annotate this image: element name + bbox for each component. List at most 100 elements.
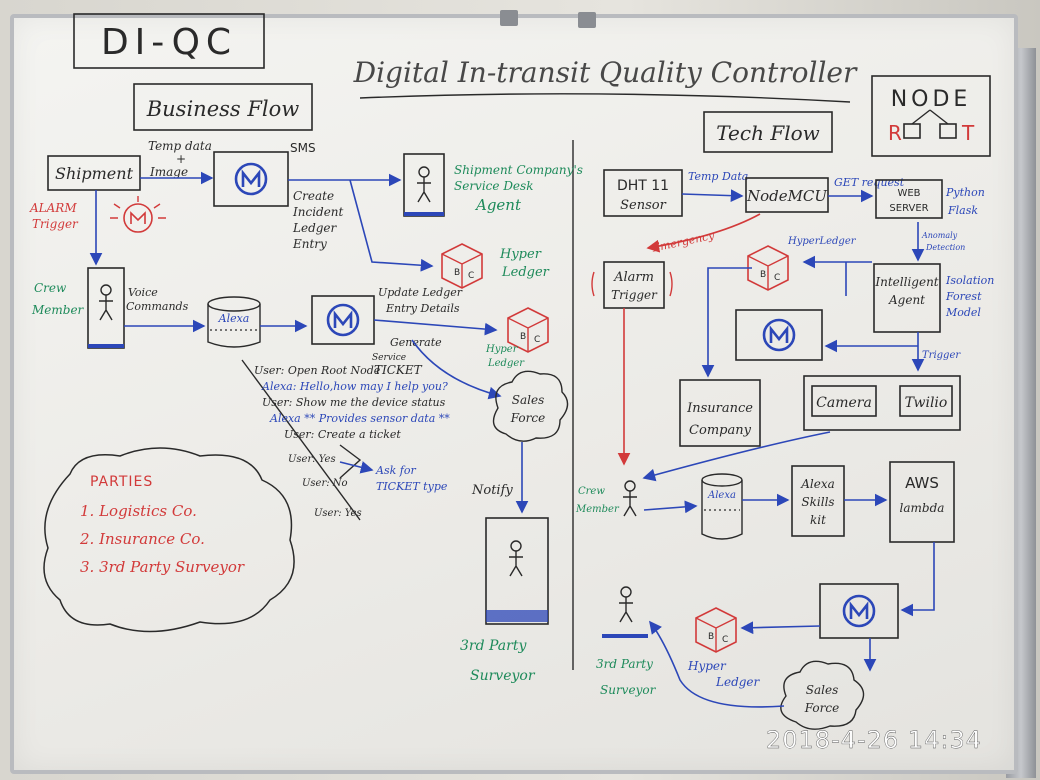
nodemcu-label: NodeMCU xyxy=(746,187,828,205)
aws-label: AWS xyxy=(905,474,939,492)
salesforce-2-label-b: Force xyxy=(804,701,839,715)
mqtt-logo-icon-2 xyxy=(326,303,360,337)
dht-label-2: Sensor xyxy=(620,198,666,213)
dialog-line-4: Alexa ** Provides sensor data ** xyxy=(269,412,450,425)
web-server-node: WEB SERVER xyxy=(875,179,943,219)
alexa-label-1: Alexa xyxy=(218,312,250,325)
temp-data-label: Temp data xyxy=(148,139,212,153)
hyperledger-block-3: B C xyxy=(747,245,789,291)
tech-crew-member xyxy=(622,480,638,517)
alexa-dialog: User: Open Root Node Alexa: Hello,how ma… xyxy=(241,359,450,521)
tech-flow-header: Tech Flow xyxy=(703,111,833,153)
dialog-line-5: User: Create a ticket xyxy=(284,428,401,441)
photo-timestamp: 2018-4-26 14:34 xyxy=(766,726,982,754)
salesforce-1-label-a: Sales xyxy=(512,393,544,407)
party-item-2: 2. Insurance Co. xyxy=(79,530,205,548)
mqtt-logo-icon xyxy=(234,162,268,196)
get-request-label: GET request xyxy=(834,176,905,189)
crew-member-node xyxy=(87,267,125,349)
alarm-trigger-node: Alarm Trigger xyxy=(591,261,673,309)
camera-twilio-node: Camera Twilio xyxy=(803,375,961,431)
insurance-label-2: Company xyxy=(689,423,752,438)
node-root-logo: NODE R T xyxy=(871,75,991,157)
svg-text:B: B xyxy=(454,268,460,278)
mqtt-node-3 xyxy=(735,309,823,361)
skills-label-3: kit xyxy=(810,513,826,527)
dht-sensor-node: DHT 11 Sensor xyxy=(603,169,683,217)
svg-text:C: C xyxy=(722,635,728,645)
node-root-r: R xyxy=(888,121,902,145)
plus-label: + xyxy=(176,152,186,166)
hyperledger-bottom-a: Hyper xyxy=(687,659,727,673)
agent-label-2: Service Desk xyxy=(454,179,533,193)
dialog-line-7: User: No xyxy=(302,478,348,489)
node-root-t: T xyxy=(961,121,975,145)
hyperledger-to-insurance-arrow xyxy=(701,267,752,378)
image-label: Image xyxy=(149,165,188,179)
generate-ticket-3: TICKET xyxy=(374,363,423,377)
tech-crew-label-2: Member xyxy=(575,504,620,515)
hyperledger-block-4: B C xyxy=(695,607,737,653)
tech-flow-title: Tech Flow xyxy=(716,121,820,145)
page-title: Digital In-transit Quality Controller xyxy=(353,56,858,89)
voice-label-1: Voice xyxy=(128,286,158,299)
web-label-1: WEB xyxy=(897,188,920,199)
ask-ticket-2: TICKET type xyxy=(376,480,448,493)
salesforce-cloud-1: Sales Force xyxy=(492,370,569,442)
tech-alarm-label-2: Trigger xyxy=(611,288,658,302)
mqtt-to-salesforce-arrow xyxy=(411,339,502,400)
mqtt-logo-icon-4 xyxy=(842,594,876,628)
create-step-1: Create xyxy=(293,189,334,203)
forest-label: Forest xyxy=(945,290,982,303)
blockchain-cube-icon-3 xyxy=(747,245,789,291)
twilio-label: Twilio xyxy=(905,395,948,411)
model-label: Model xyxy=(945,306,981,319)
node-root-top: NODE xyxy=(891,87,972,112)
trigger-label: Trigger xyxy=(922,350,961,361)
dialog-line-8: User: Yes xyxy=(314,508,362,519)
third-party-surveyor-1 xyxy=(485,517,549,625)
update-ledger-2: Entry Details xyxy=(385,302,460,315)
nodemcu-node: NodeMCU xyxy=(745,177,829,213)
agent-tech-label-2: Agent xyxy=(888,293,925,307)
svg-text:B: B xyxy=(760,270,766,280)
alexa-device-2: Alexa xyxy=(701,473,743,540)
tech-alarm-label-1: Alarm xyxy=(613,270,654,285)
create-step-2: Incident xyxy=(292,205,344,219)
nodemcu-emergency-arrow xyxy=(646,213,761,253)
business-flow-title: Business Flow xyxy=(146,97,300,121)
hyperledger-block-2: B C xyxy=(507,307,549,353)
update-ledger-1: Update Ledger xyxy=(378,286,463,299)
create-step-4: Entry xyxy=(292,237,327,251)
service-desk-agent xyxy=(403,153,445,217)
agent-person-icon xyxy=(416,166,432,203)
svg-text:C: C xyxy=(534,335,540,345)
alarm-icon xyxy=(110,196,166,233)
web-label-2: SERVER xyxy=(889,203,928,214)
hyperledger-1-label-b: Ledger xyxy=(501,265,550,280)
alarm-label-1: ALARM xyxy=(29,201,77,215)
dialog-line-6: User: Yes xyxy=(288,454,336,465)
hyperledger-bottom-b: Ledger xyxy=(715,675,761,689)
svg-text:B: B xyxy=(708,632,714,642)
surveyor-2-label-a: 3rd Party xyxy=(596,657,653,671)
aws-lambda-node: AWS lambda xyxy=(889,461,955,543)
crew-to-alexa-tech-arrow xyxy=(643,500,698,514)
camera-to-crew-arrow xyxy=(642,431,831,482)
parties-title: PARTIES xyxy=(90,474,153,490)
svg-text:C: C xyxy=(774,273,780,283)
crew-label-1: Crew xyxy=(34,281,67,295)
whiteboard xyxy=(10,14,1018,774)
lambda-label: lambda xyxy=(900,501,945,515)
sms-label: SMS xyxy=(290,141,316,155)
mqtt-to-hyperledger-arrow xyxy=(349,179,434,272)
salesforce-to-surveyor2-arrow xyxy=(649,620,785,708)
svg-text:B: B xyxy=(520,332,526,342)
agent-tech-label-1: Intelligent xyxy=(874,275,938,289)
ask-ticket-1: Ask for xyxy=(375,464,416,477)
mqtt-to-hyperledger4-arrow xyxy=(740,621,821,635)
party-item-3: 3. 3rd Party Surveyor xyxy=(80,558,245,576)
voice-label-2: Commands xyxy=(126,300,189,313)
board-clips xyxy=(500,10,596,28)
blockchain-cube-icon-4 xyxy=(695,607,737,653)
